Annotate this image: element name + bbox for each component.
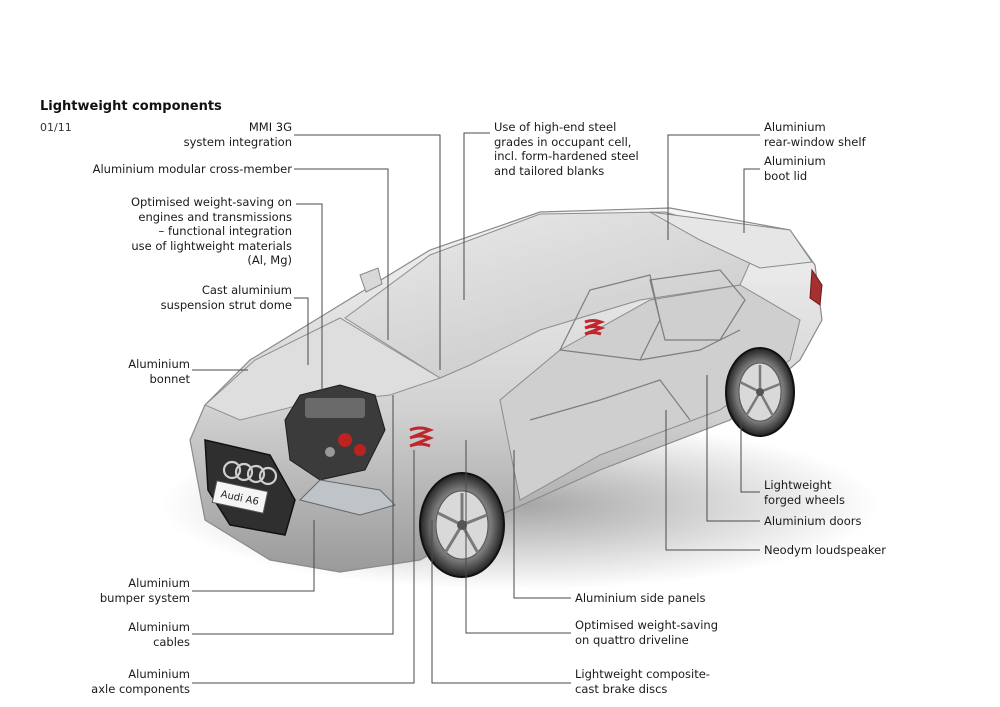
leader-engines — [296, 203, 323, 390]
leader-strut-dome — [294, 297, 309, 365]
leader-cables — [192, 395, 394, 635]
boot-lid — [649, 211, 813, 269]
front-grille: Audi A6 — [204, 439, 296, 536]
leader-boot-lid — [743, 168, 760, 233]
leader-driveline — [465, 440, 571, 634]
engine — [284, 384, 386, 481]
leader-brake-discs — [431, 520, 571, 684]
rear-wheel — [725, 347, 795, 437]
leader-wheels — [740, 420, 760, 493]
side-panels — [499, 284, 801, 501]
door-frames — [529, 269, 746, 421]
leader-doors — [706, 375, 760, 522]
callout-brake-discs: Lightweight composite-cast brake discs — [575, 667, 710, 696]
leader-side-panels — [513, 450, 571, 599]
suspension-springs — [409, 319, 606, 448]
leader-loudspeaker — [665, 410, 760, 551]
callout-cross-member: Aluminium modular cross-member — [92, 162, 292, 176]
diagram-title: Lightweight components — [40, 99, 222, 114]
headlight — [299, 479, 396, 516]
leader-rear-shelf — [667, 134, 760, 240]
tail-light — [809, 268, 823, 306]
callout-doors: Aluminium doors — [764, 514, 862, 528]
leader-bumper — [192, 520, 315, 592]
leader-mmi — [294, 134, 441, 370]
leader-axle — [192, 450, 415, 684]
callout-side-panels: Aluminium side panels — [575, 591, 706, 605]
callout-loudspeaker: Neodym loudspeaker — [764, 543, 886, 557]
side-mirror — [359, 267, 383, 293]
front-wheel — [419, 472, 505, 578]
page-number: 01/11 — [40, 121, 72, 134]
leader-steel — [463, 132, 490, 300]
leader-cross-member — [294, 168, 389, 340]
